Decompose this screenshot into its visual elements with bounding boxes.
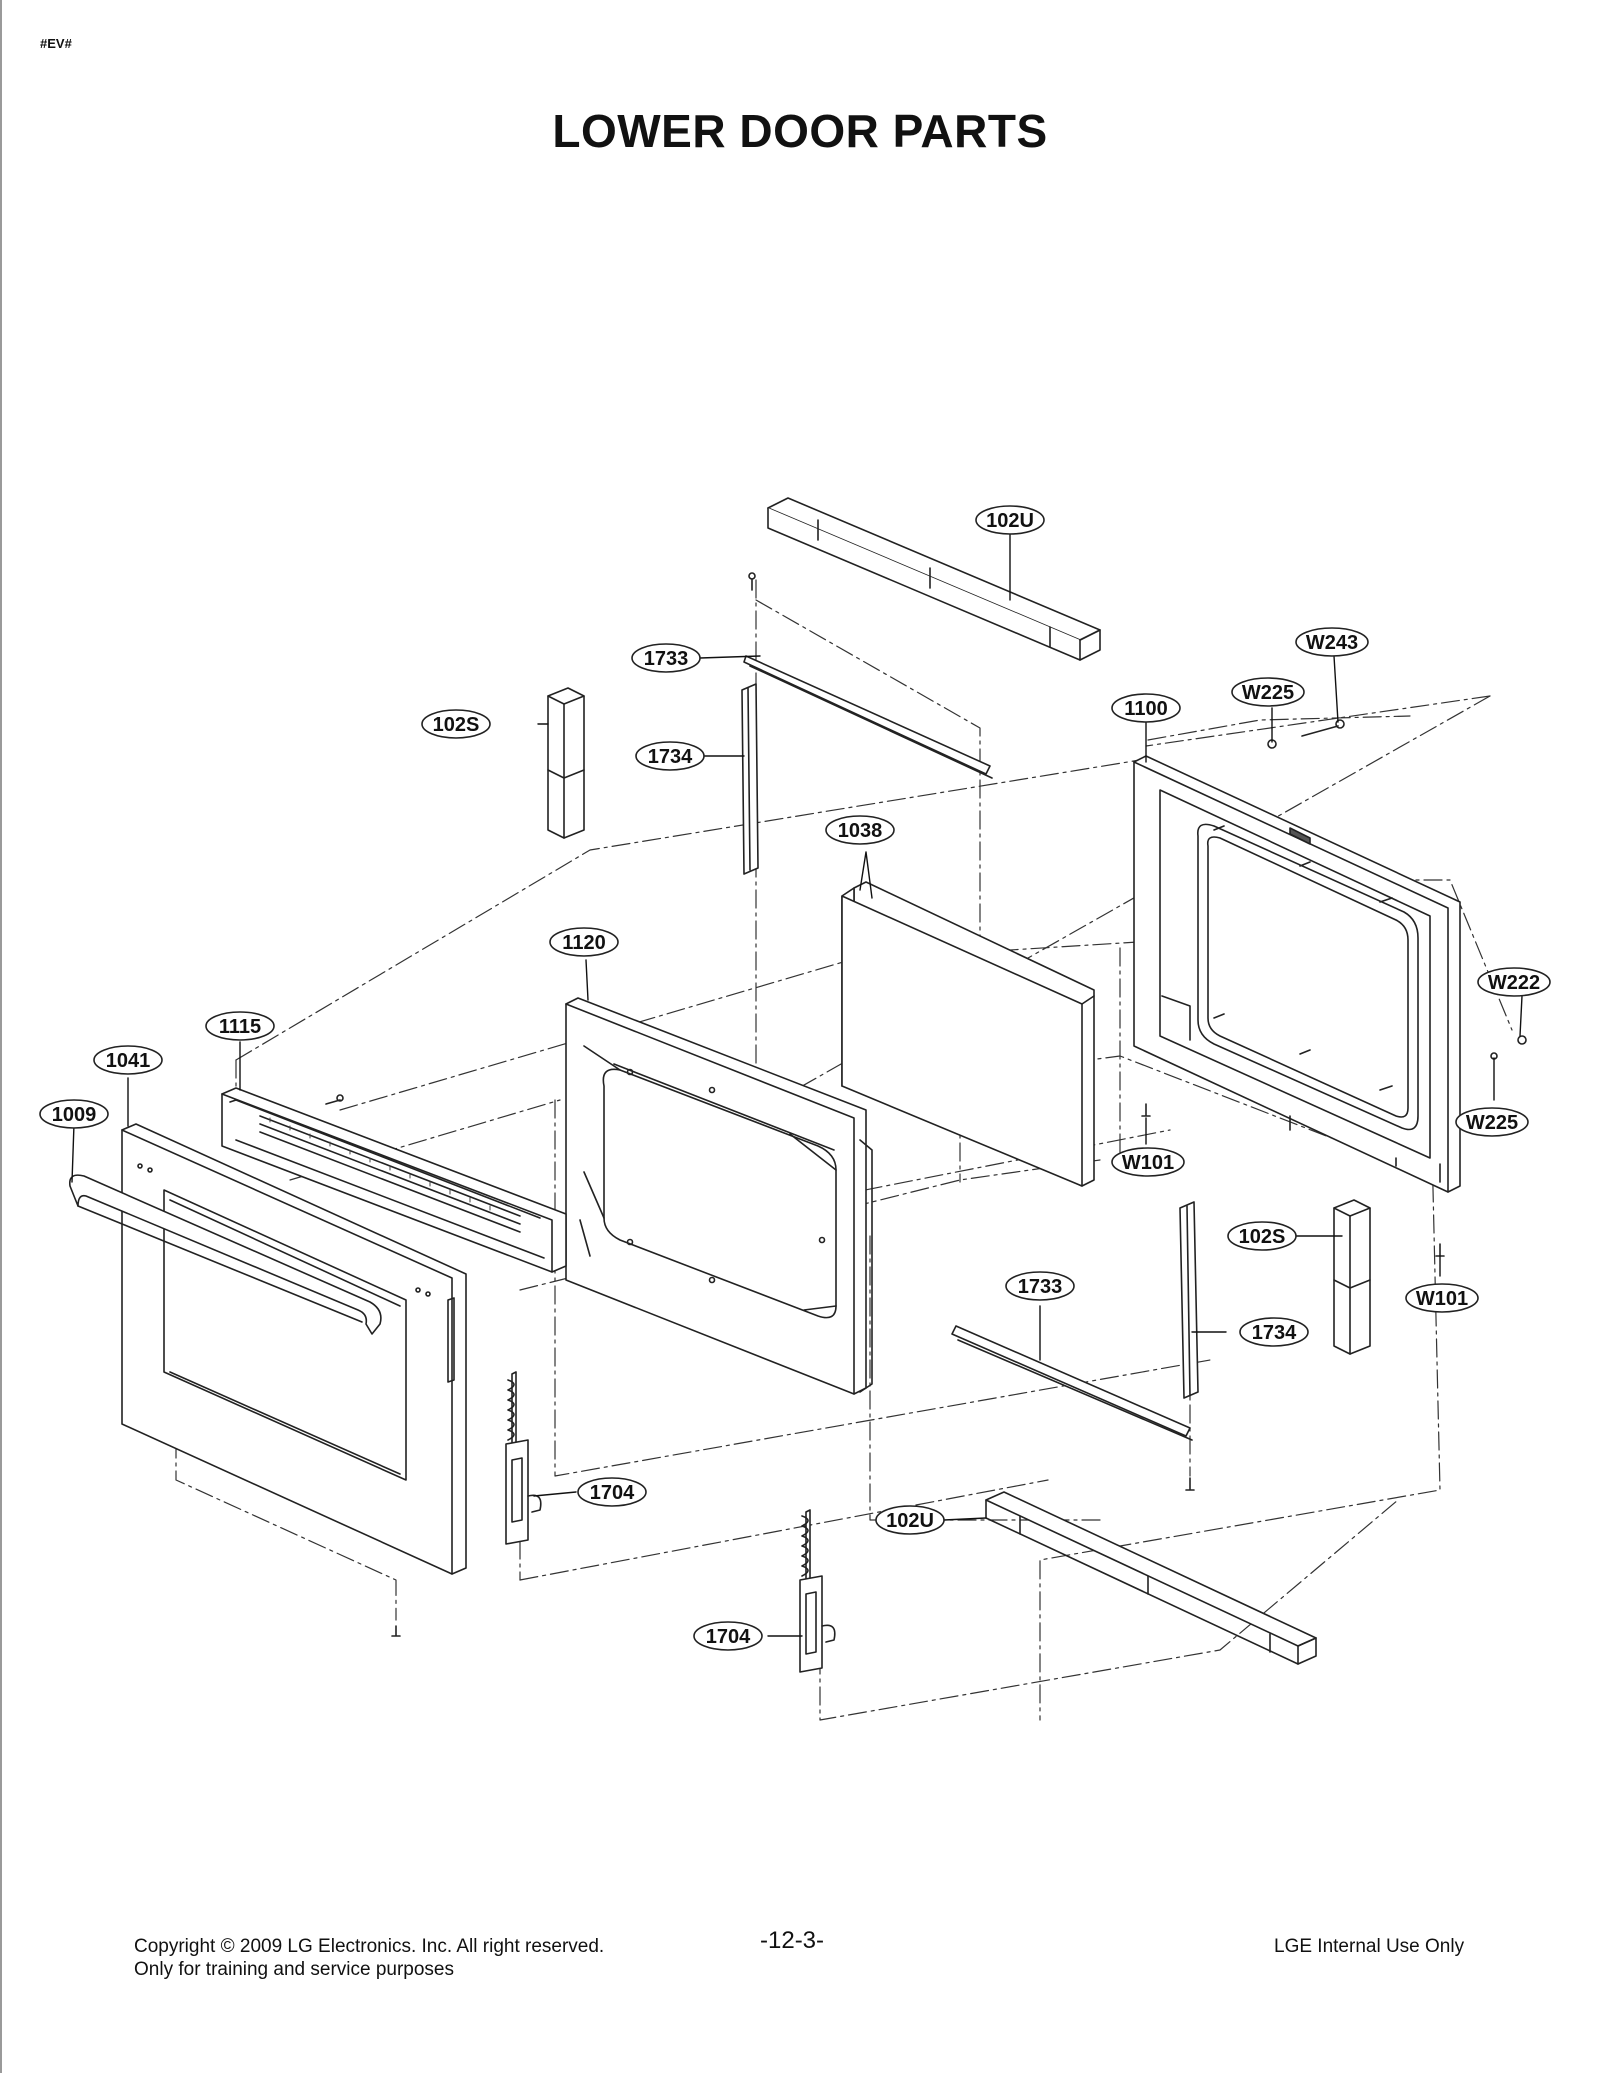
callout-102s-left: 102S	[421, 709, 491, 739]
svg-text:1733: 1733	[644, 648, 689, 670]
svg-text:W225: W225	[1242, 682, 1294, 704]
purpose-text: Only for training and service purposes	[134, 1959, 454, 1980]
page-title: LOWER DOOR PARTS	[552, 105, 1048, 157]
svg-text:1041: 1041	[106, 1050, 151, 1072]
spacer-bar-102u-bottom	[985, 1491, 1317, 1665]
svg-text:102U: 102U	[986, 510, 1034, 532]
screw-w243	[1267, 719, 1345, 749]
svg-text:W222: W222	[1488, 972, 1540, 994]
screw-w222-washer-w225	[1490, 1035, 1527, 1060]
callout-1734-top: 1734	[635, 741, 705, 771]
callout-1100: 1100	[1111, 693, 1181, 723]
callout-1704-left: 1704	[577, 1477, 647, 1507]
side-strip-1734-top	[741, 683, 759, 875]
callout-102u-top: 102U	[975, 505, 1045, 535]
callout-w243: W243	[1295, 627, 1369, 657]
svg-text:1100: 1100	[1124, 698, 1167, 720]
spacer-block-102s-left	[547, 687, 585, 839]
hinge-1704-bottom	[799, 1509, 836, 1673]
callout-102u-bottom: 102U	[875, 1505, 945, 1535]
middle-door-1120	[565, 997, 873, 1395]
callout-w101-right: W101	[1405, 1283, 1479, 1313]
callout-1009: 1009	[39, 1099, 109, 1129]
svg-text:1704: 1704	[706, 1626, 751, 1648]
svg-text:W225: W225	[1466, 1112, 1518, 1134]
svg-text:1734: 1734	[648, 746, 693, 768]
callout-1041: 1041	[93, 1045, 163, 1075]
copyright-text: Copyright © 2009 LG Electronics. Inc. Al…	[134, 1936, 605, 1957]
spacer-bar-102u-top	[767, 497, 1101, 661]
callout-1115: 1115	[205, 1011, 275, 1041]
svg-text:1038: 1038	[838, 820, 883, 842]
svg-text:102S: 102S	[1239, 1226, 1286, 1248]
callout-1704-bottom: 1704	[693, 1621, 763, 1651]
page-left-border	[0, 0, 2, 2073]
hinge-1704-left	[505, 1371, 542, 1545]
svg-text:W243: W243	[1306, 632, 1358, 654]
callout-w101-mid: W101	[1111, 1147, 1185, 1177]
svg-text:102S: 102S	[433, 714, 480, 736]
svg-text:1115: 1115	[219, 1016, 261, 1038]
trim-strip-1733-bottom	[951, 1325, 1193, 1441]
callout-1733-top: 1733	[631, 643, 701, 673]
spacer-block-102s-right	[1333, 1199, 1371, 1355]
model-code: #EV#	[40, 36, 72, 51]
svg-text:102U: 102U	[886, 1510, 934, 1532]
callout-w225-bottom: W225	[1455, 1107, 1529, 1137]
callout-w225-top: W225	[1231, 677, 1305, 707]
callout-1734-bottom: 1734	[1239, 1317, 1309, 1347]
svg-text:W101: W101	[1416, 1288, 1468, 1310]
glass-panel-1038	[841, 881, 1095, 1187]
inner-door-1100	[1133, 755, 1461, 1193]
callout-1120: 1120	[549, 927, 619, 957]
callout-w222: W222	[1477, 967, 1551, 997]
page-number: -12-3-	[760, 1927, 825, 1954]
svg-text:1733: 1733	[1018, 1276, 1063, 1298]
svg-text:1120: 1120	[562, 932, 605, 954]
svg-text:1009: 1009	[52, 1104, 97, 1126]
door-handle-1041	[68, 1174, 382, 1335]
svg-text:1704: 1704	[590, 1482, 635, 1504]
footer-left: Copyright © 2009 LG Electronics. Inc. Al…	[134, 1935, 604, 1981]
svg-text:1734: 1734	[1252, 1322, 1297, 1344]
svg-text:W101: W101	[1122, 1152, 1174, 1174]
trim-strip-1733-top	[743, 572, 993, 779]
callout-1038: 1038	[825, 815, 895, 845]
callout-1733-bottom: 1733	[1005, 1271, 1075, 1301]
vent-trim-1115	[221, 1087, 567, 1273]
screw-w101-mid	[391, 1103, 1445, 1637]
side-strip-1734-bottom	[1179, 1201, 1199, 1399]
usage-notice: LGE Internal Use Only	[1274, 1936, 1465, 1957]
callout-102s-right: 102S	[1227, 1221, 1297, 1251]
